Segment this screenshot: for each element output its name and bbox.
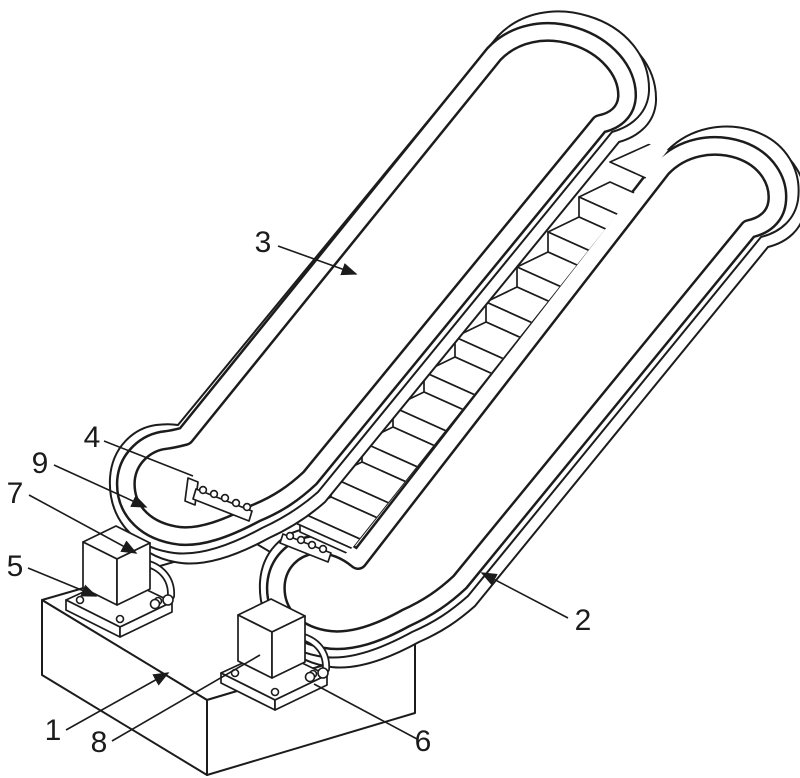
tension-device-right [220, 598, 331, 711]
right-handrail-band-inner [268, 138, 785, 648]
comb-roller [231, 498, 241, 508]
leader-line-5 [27, 567, 98, 597]
right-balustrade [258, 125, 800, 669]
ref-label-9: 9 [32, 447, 49, 480]
ref-label-5: 5 [7, 550, 24, 583]
clamp-roller [149, 598, 161, 610]
mounting-plate-front-right [274, 674, 328, 711]
leader-lines [27, 245, 569, 742]
tension-box-front-right [116, 542, 151, 606]
bolt [115, 614, 125, 624]
left-balustrade [108, 10, 658, 565]
comb-roller-strip-upper [184, 477, 253, 522]
leader-line-9 [53, 464, 148, 508]
ref-label-2: 2 [575, 604, 592, 637]
bolt [270, 687, 280, 697]
bolt [75, 595, 85, 605]
clamp-roller [317, 667, 329, 679]
left-handrail-band-inner [118, 24, 635, 544]
ref-label-4: 4 [84, 421, 101, 454]
leader-line-8 [111, 654, 261, 742]
comb-roller [285, 531, 295, 541]
ref-label-8: 8 [91, 726, 108, 759]
leader-line-1 [65, 672, 170, 731]
comb-roller [296, 535, 306, 545]
leader-line-7 [28, 494, 138, 554]
leader-line-2 [480, 572, 569, 619]
ref-label-1: 1 [45, 714, 62, 747]
leader-line-4 [103, 440, 194, 477]
tension-box-front-right [271, 615, 306, 679]
ref-label-3: 3 [255, 226, 272, 259]
clamp-roller [162, 594, 174, 606]
mounting-plate-front-right [119, 601, 173, 638]
comb-roller [307, 540, 317, 550]
left-balustrade-panel [108, 10, 651, 555]
comb-roller [220, 493, 230, 503]
comb-roller [242, 502, 252, 512]
comb-roller-strip-lower [279, 531, 332, 563]
clamp-roller [304, 671, 316, 683]
reference-labels: 3 2 4 9 7 5 1 8 6 [7, 226, 592, 759]
ref-label-6: 6 [415, 725, 432, 758]
ref-label-7: 7 [7, 477, 24, 510]
comb-roller [209, 489, 219, 499]
comb-roller [198, 485, 208, 495]
comb-roller [318, 544, 328, 554]
leader-line-3 [277, 245, 358, 276]
leader-line-6 [313, 683, 418, 740]
